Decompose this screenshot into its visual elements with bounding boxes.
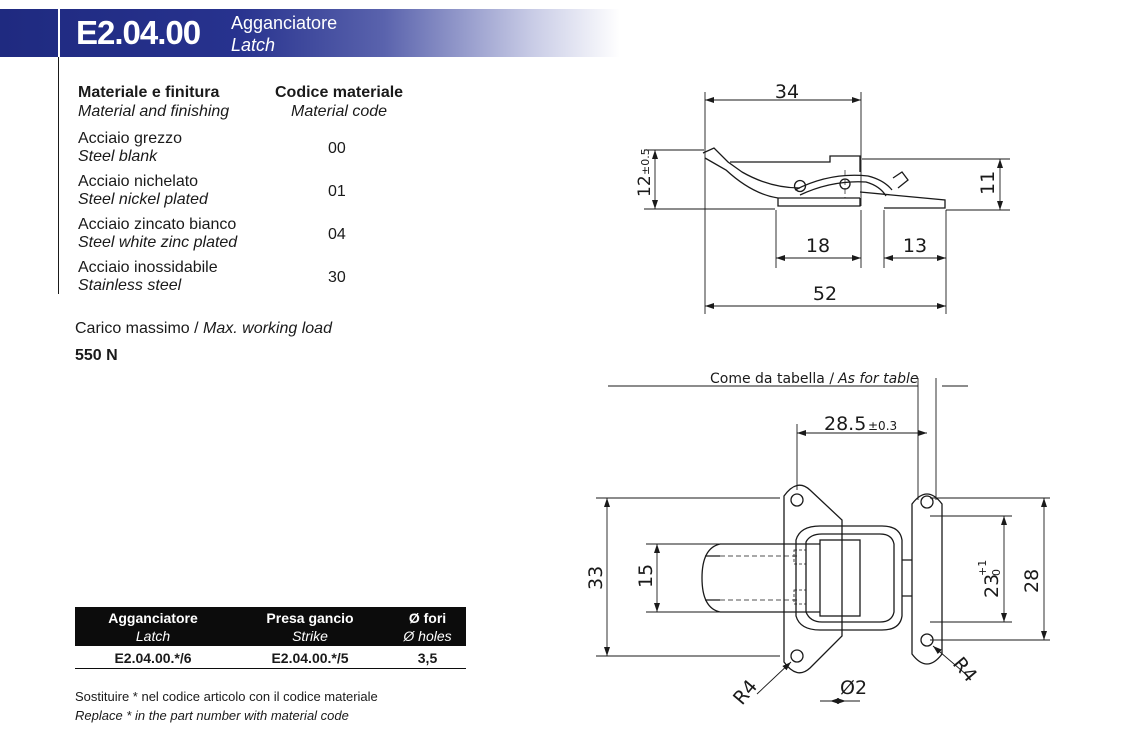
table-note: Come da tabella /As for table [710, 371, 919, 387]
dim-18: 18 [806, 235, 830, 257]
table-row: E2.04.00.*/6 E2.04.00.*/5 3,5 [75, 646, 466, 669]
dim-23: 23 [981, 574, 1003, 598]
dim-11: 11 [977, 171, 999, 195]
col-header-it: Presa gancio [266, 610, 354, 626]
material-code: 00 [328, 140, 346, 157]
dim-15: 15 [635, 564, 657, 588]
top-view-drawing [596, 378, 1050, 704]
material-code: 04 [328, 226, 346, 243]
material-code: 30 [328, 269, 346, 286]
product-title-it: Agganciatore [231, 13, 338, 33]
max-load-label-en: Max. working load [203, 320, 332, 337]
max-load-value: 550 N [75, 347, 118, 364]
max-load-label-it: Carico massimo / [75, 320, 199, 337]
dim-34: 34 [775, 81, 799, 103]
material-code: 01 [328, 183, 346, 200]
max-load-label: Carico massimo / Max. working load [75, 320, 332, 338]
table-cell: E2.04.00.*/6 [75, 646, 231, 669]
dim-28-5: 28.5 [824, 413, 866, 435]
dim-52: 52 [813, 283, 837, 305]
product-title-en: Latch [231, 35, 276, 55]
left-divider [58, 57, 59, 294]
table-cell: E2.04.00.*/5 [231, 646, 389, 669]
dim-12: 12 [635, 175, 655, 197]
col-header-en: Strike [292, 628, 328, 644]
material-name-it: Acciaio nichelato [78, 173, 199, 190]
material-name-en: Stainless steel [78, 277, 182, 294]
note-en: Replace * in the part number with materi… [75, 708, 349, 723]
material-name-en: Steel nickel plated [78, 191, 208, 208]
dim-13: 13 [903, 235, 927, 257]
note-it: Sostituire * nel codice articolo con il … [75, 689, 378, 704]
dim-33: 33 [585, 566, 607, 590]
material-name-it: Acciaio grezzo [78, 130, 183, 147]
dim-28-5-tolerance: ±0.3 [868, 419, 897, 433]
radius-r4-right: R4 [948, 653, 981, 687]
hole-diameter-2: Ø2 [840, 677, 867, 699]
materials-col1-title: Materiale e finitura [78, 84, 220, 101]
dim-28: 28 [1021, 569, 1043, 593]
material-name-en: Steel blank [78, 148, 158, 165]
material-name-it: Acciaio zincato bianco [78, 216, 237, 233]
materials-col2-title: Codice materiale [275, 84, 404, 101]
side-view-drawing [644, 92, 1010, 314]
col-header: Ø fori Ø holes [389, 607, 466, 646]
header-divider [58, 9, 60, 57]
materials-col2-subtitle: Material code [291, 103, 388, 120]
table-note-it: Come da tabella / [710, 371, 834, 387]
col-header-it: Agganciatore [108, 610, 198, 626]
dim-23-tolerance-upper: +1 [976, 560, 989, 576]
header-band [0, 9, 620, 57]
radius-r4-left: R4 [729, 676, 762, 710]
col-header-en: Ø holes [403, 628, 452, 644]
materials-col1-subtitle: Material and finishing [78, 103, 230, 120]
material-name-en: Steel white zinc plated [78, 234, 238, 251]
dim-23-tolerance-lower: 0 [990, 569, 1003, 576]
material-name-it: Acciaio inossidabile [78, 259, 218, 276]
dim-12-tolerance: ±0.5 [639, 148, 652, 175]
product-code: E2.04.00 [76, 14, 201, 51]
col-header-en: Latch [135, 628, 171, 644]
col-header-it: Ø fori [408, 610, 447, 626]
table-cell: 3,5 [389, 646, 466, 669]
table-note-en: As for table [837, 371, 918, 387]
